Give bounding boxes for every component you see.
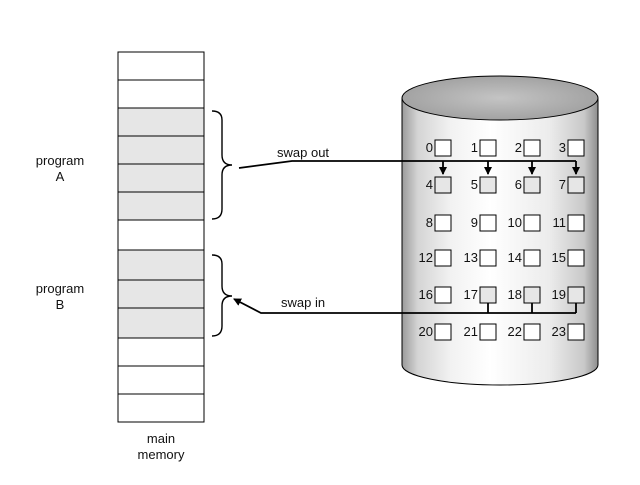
disk-block-number: 8: [425, 215, 433, 230]
memory-segment: [117, 365, 205, 395]
program-b-label-line1: program: [35, 281, 85, 296]
disk-block-5: [479, 176, 497, 194]
disk-block-22: [523, 323, 541, 341]
main-memory-label-line2: memory: [137, 447, 185, 462]
disk-block-number: 11: [552, 215, 567, 230]
swap-out-label: swap out: [277, 145, 330, 160]
disk-block-6: [523, 176, 541, 194]
swap-out-arrow: [238, 160, 580, 175]
disk-block-number: 20: [418, 324, 433, 339]
disk-block-number: 9: [470, 215, 478, 230]
main-memory-label: main memory: [126, 431, 196, 463]
memory-segment: [117, 51, 205, 81]
disk-block-number: 10: [507, 215, 522, 230]
program-a-brace: [211, 110, 233, 220]
disk-block-number: 23: [551, 324, 566, 339]
disk-block-number: 15: [551, 250, 566, 265]
memory-segment-program-b: [117, 307, 205, 339]
disk-block-number: 17: [463, 287, 478, 302]
disk-block-number: 14: [507, 250, 522, 265]
disk-block-number: 21: [463, 324, 478, 339]
disk-block-9: [479, 214, 497, 232]
memory-segment-program-a: [117, 163, 205, 193]
program-a-label-line1: program: [35, 153, 85, 168]
disk-block-19: [567, 286, 585, 304]
program-b-label-line2: B: [55, 297, 65, 312]
program-a-label: program A: [30, 153, 90, 185]
memory-segment-program-a: [117, 191, 205, 221]
memory-segment-program-a: [117, 107, 205, 137]
disk-block-number: 16: [418, 287, 433, 302]
disk-block-0: [434, 139, 452, 157]
disk-block-14: [523, 249, 541, 267]
memory-segment: [117, 79, 205, 109]
memory-segment-program-b: [117, 249, 205, 281]
disk-block-16: [434, 286, 452, 304]
main-memory-label-line1: main: [146, 431, 176, 446]
disk-block-17: [479, 286, 497, 304]
disk-block-number: 5: [470, 177, 478, 192]
disk-block-7: [567, 176, 585, 194]
disk-block-18: [523, 286, 541, 304]
disk-block-number: 0: [425, 140, 433, 155]
disk-block-23: [567, 323, 585, 341]
disk-block-10: [523, 214, 541, 232]
disk-block-12: [434, 249, 452, 267]
disk-block-number: 19: [551, 287, 566, 302]
memory-segment: [117, 393, 205, 423]
disk-block-number: 12: [418, 250, 433, 265]
memory-segment: [117, 337, 205, 367]
disk-block-number: 18: [507, 287, 522, 302]
disk-block-number: 1: [470, 140, 478, 155]
program-b-brace: [211, 254, 233, 337]
disk-block-number: 2: [514, 140, 522, 155]
memory-segment-program-a: [117, 135, 205, 165]
disk-block-number: 3: [558, 140, 566, 155]
main-memory: [117, 51, 205, 423]
disk-block-3: [567, 139, 585, 157]
disk-block-2: [523, 139, 541, 157]
swap-in-arrow: [233, 298, 577, 314]
program-b-label: program B: [30, 281, 90, 313]
program-a-label-line2: A: [55, 169, 65, 184]
disk-block-number: 13: [463, 250, 478, 265]
disk-block-21: [479, 323, 497, 341]
disk-block-number: 22: [507, 324, 522, 339]
disk-block-15: [567, 249, 585, 267]
disk-block-13: [479, 249, 497, 267]
disk-blocks: [434, 139, 585, 341]
disk-block-20: [434, 323, 452, 341]
disk-block-number: 6: [514, 177, 522, 192]
memory-segment-program-b: [117, 279, 205, 309]
disk-block-1: [479, 139, 497, 157]
disk-block-4: [434, 176, 452, 194]
disk-block-11: [567, 214, 585, 232]
disk-block-number: 7: [558, 177, 566, 192]
disk-top: [401, 75, 599, 121]
disk-block-number: 4: [425, 177, 433, 192]
swap-in-label: swap in: [281, 295, 326, 310]
disk-block-8: [434, 214, 452, 232]
memory-segment: [117, 219, 205, 251]
